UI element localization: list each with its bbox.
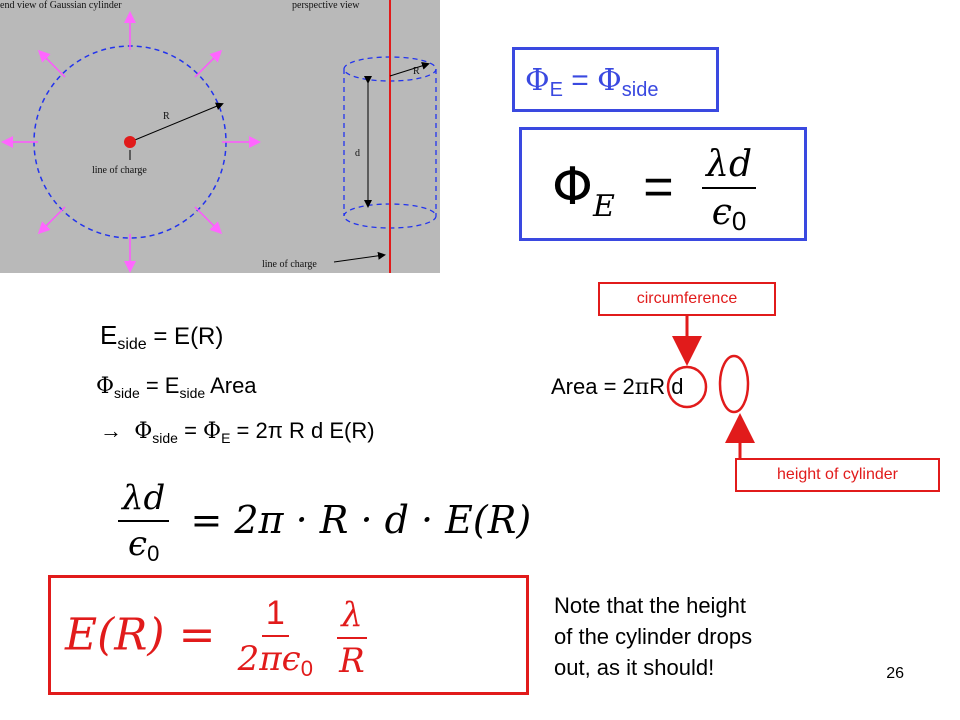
flux-equality-box: ΦE = Φside	[512, 47, 719, 112]
result-box: E(R) = 1 2πϵ0 λ R	[48, 575, 529, 695]
height-circle	[718, 354, 750, 414]
circumference-callout: circumference	[598, 282, 776, 316]
radius-label: R	[163, 111, 170, 122]
line-of-charge-label-persp: line of charge	[262, 259, 317, 270]
height-callout: height of cylinder	[735, 458, 940, 492]
eq-e-side: Eside = E(R)	[100, 320, 224, 353]
area-formula: Area = 2πR d	[551, 374, 684, 400]
gaussian-cylinder-figure: end view of Gaussian cylinder perspectiv…	[0, 0, 440, 273]
eq-gauss-equality: λd ϵ0 = 2π · R · d · E(R)	[118, 478, 531, 567]
page-number: 26	[886, 665, 904, 682]
result-formula: E(R) = 1 2πϵ0 λ R	[65, 594, 367, 681]
height-label: d	[355, 148, 360, 159]
line-of-charge-label: line of charge	[92, 165, 147, 176]
perspective-title: perspective view	[292, 0, 360, 11]
end-view-title: end view of Gaussian cylinder	[0, 0, 122, 11]
circumference-circle	[666, 365, 708, 409]
field-arrows	[1, 11, 261, 273]
radius-label-persp: R	[413, 66, 420, 77]
note-line-2: of the cylinder drops	[554, 624, 753, 649]
figure-drawing	[1, 0, 437, 273]
flux-formula-box: ΦE = λd ϵ0	[519, 127, 807, 241]
eq-phi-side: Φside = Eside Area	[96, 373, 257, 401]
radius-arrow	[129, 102, 224, 143]
flux-formula: ΦE = λd ϵ0	[552, 144, 756, 237]
flux-equality: ΦE = Φside	[525, 63, 659, 101]
perspective-cylinder	[333, 0, 437, 273]
note-text: Note that the height of the cylinder dro…	[554, 590, 752, 683]
line-of-charge-dot	[124, 136, 136, 148]
eq-phi-result: → Φside = ΦE = 2π R d E(R)	[100, 418, 375, 446]
note-line-3: out, as it should!	[554, 655, 715, 680]
note-line-1: Note that the height	[554, 593, 747, 618]
